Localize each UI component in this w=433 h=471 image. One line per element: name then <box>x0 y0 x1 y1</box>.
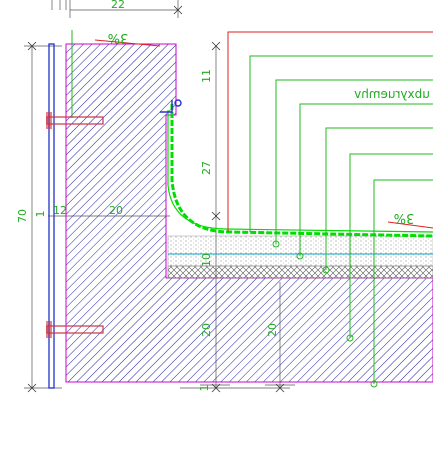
dim-middle-height: 27 <box>200 161 213 175</box>
anchor-top <box>46 112 104 129</box>
slope-arrow-right <box>387 221 433 229</box>
leader-dots <box>272 240 378 388</box>
blue-rod <box>48 43 55 389</box>
dim-top-small-1: 1 <box>34 211 47 218</box>
dim-lower-height-c: 20 <box>266 323 279 337</box>
anchor-bottom <box>46 321 104 338</box>
slope-label-top: 3% <box>108 30 129 45</box>
dim-wall-inner: 20 <box>109 204 123 217</box>
bracket-icon <box>160 99 182 113</box>
dim-top-small-2: 1 <box>198 385 211 392</box>
dim-upper-height: 11 <box>200 69 213 83</box>
mirrored-label: ubxyruemhv <box>354 87 430 101</box>
slope-label-right: 3% <box>394 210 415 225</box>
dimension-ticks <box>27 5 285 393</box>
dim-left-small: 12 <box>53 204 67 217</box>
slope-arrow-top <box>94 39 161 47</box>
dimension-labels: 22 70 11 27 10 20 20 12 20 1 1 <box>16 0 279 392</box>
dim-top-width: 22 <box>111 0 125 11</box>
dim-overall-height: 70 <box>16 209 29 223</box>
red-outline <box>227 31 433 232</box>
concrete-hatch <box>65 43 433 383</box>
membrane-curve <box>170 104 433 238</box>
dim-lower-height-b: 20 <box>200 323 213 337</box>
leader-lines <box>71 30 433 384</box>
dim-lower-height-a: 10 <box>200 253 213 267</box>
membrane-curve-inner <box>167 110 433 233</box>
